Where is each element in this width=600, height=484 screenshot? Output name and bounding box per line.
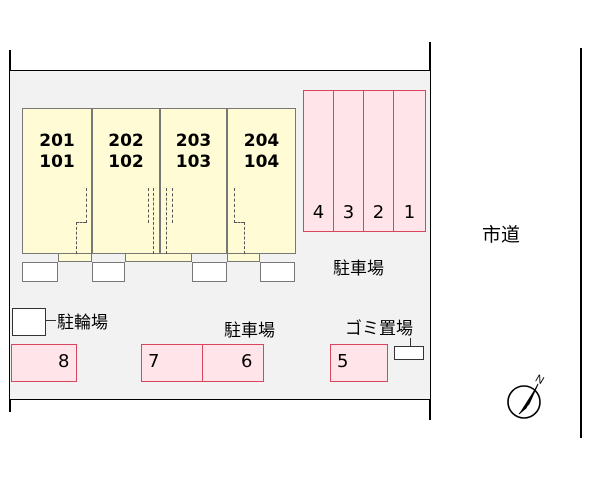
unit-1-upper-room: 201: [39, 131, 75, 151]
unit-2-upper-room: 202: [108, 131, 144, 151]
unit-3-upper-room: 203: [175, 131, 212, 151]
parking-number: 6: [241, 351, 253, 372]
parking-number: 8: [58, 351, 70, 372]
garbage-box-line: [410, 338, 411, 346]
parking-label-lower: 駐車場: [224, 321, 275, 341]
parking-label-upper: 駐車場: [333, 259, 384, 279]
unit-recess: [227, 254, 260, 262]
unit-recess: [125, 254, 192, 262]
stair-line: [86, 188, 87, 223]
parking-space-6: 6: [202, 344, 264, 382]
parking-number: 3: [342, 202, 355, 223]
parking-space-4: 4: [303, 90, 334, 232]
north-arrow-icon: N: [500, 368, 552, 426]
stair-line: [172, 188, 173, 223]
parking-number: 5: [337, 351, 349, 372]
building-unit-2: 202 102: [92, 108, 160, 254]
parking-number: 4: [312, 202, 325, 223]
unit-2-lower-room: 102: [108, 152, 144, 172]
entrance-step: [22, 262, 58, 282]
unit-2-rooms: 202 102: [93, 131, 159, 173]
parking-number: 2: [372, 202, 385, 223]
stair-line: [76, 222, 77, 254]
stair-line: [153, 188, 154, 254]
unit-4-rooms: 204 104: [228, 131, 295, 173]
unit-3-lower-room: 103: [175, 152, 212, 172]
entrance-step: [92, 262, 125, 282]
stair-line: [234, 222, 244, 223]
parking-space-2: 2: [363, 90, 394, 232]
entrance-step: [260, 262, 295, 282]
road-label: 市道: [482, 224, 521, 246]
unit-4-upper-room: 204: [243, 131, 280, 151]
stair-line: [148, 188, 149, 223]
stair-line: [234, 188, 235, 223]
bicycle-parking-label: 駐輪場: [57, 313, 108, 333]
stair-line: [244, 222, 245, 254]
unit-1-lower-room: 101: [39, 152, 75, 172]
bicycle-leader-line: [46, 320, 56, 321]
bicycle-shed: [12, 308, 46, 336]
parking-space-3: 3: [333, 90, 364, 232]
parking-space-1: 1: [393, 90, 426, 232]
building-unit-1: 201 101: [22, 108, 92, 254]
unit-recess: [58, 254, 92, 262]
building-unit-3: 203 103: [160, 108, 227, 254]
stair-line: [166, 188, 167, 254]
unit-1-rooms: 201 101: [23, 131, 91, 173]
entrance-step: [192, 262, 227, 282]
garbage-area-label: ゴミ置場: [345, 319, 413, 339]
north-letter: N: [533, 373, 546, 387]
road-edge-line: [580, 48, 582, 438]
parking-number: 7: [148, 351, 160, 372]
parking-space-8: 8: [11, 344, 77, 382]
unit-4-lower-room: 104: [243, 152, 280, 172]
unit-3-rooms: 203 103: [161, 131, 226, 173]
building-unit-4: 204 104: [227, 108, 296, 254]
parking-space-7: 7: [141, 344, 203, 382]
garbage-box: [394, 346, 424, 360]
parking-space-5: 5: [330, 344, 388, 382]
parking-number: 1: [403, 202, 416, 223]
site-boundary-left: [9, 50, 11, 412]
stair-line: [76, 222, 86, 223]
